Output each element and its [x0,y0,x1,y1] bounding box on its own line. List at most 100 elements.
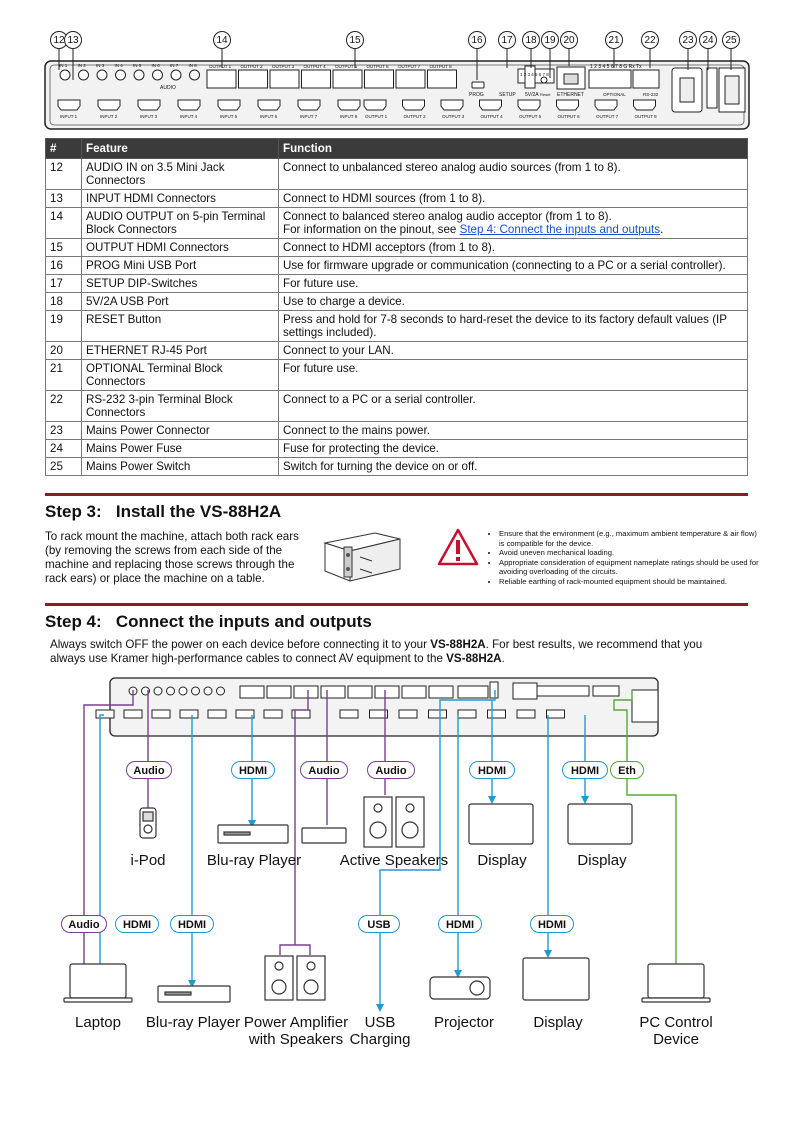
row-number: 19 [45,310,82,342]
row-feature: Mains Power Connector [81,421,279,440]
step3-rule [45,493,748,496]
step4-rule [45,603,748,606]
table-header-function: Function [278,138,748,159]
step4-intro: Always switch OFF the power on each devi… [50,638,740,666]
table-header-num: # [45,138,82,159]
device-label-top: i-Pod [130,852,166,869]
row-function: Connect to the mains power. [278,421,748,440]
function-text: Fuse for protecting the device. [283,442,439,455]
function-text: Connect to the mains power. [283,424,430,437]
row-feature: ETHERNET RJ-45 Port [81,341,279,360]
connection-diagram [63,677,711,1012]
device-label-bottom: USB Charging [349,1014,411,1048]
function-text-end: . [660,223,664,236]
step4-link[interactable]: Step 4: Connect the inputs and outputs [459,223,661,236]
function-text: For future use. [283,277,359,290]
row-number: 16 [45,256,82,275]
row-number: 25 [45,457,82,476]
callout-19: 19 [541,31,559,49]
function-text: Connect to a PC or a serial controller. [283,393,476,406]
row-function: Connect to HDMI sources (from 1 to 8). [278,189,748,208]
function-text: Use to charge a device. [283,295,405,308]
callout-15: 15 [346,31,364,49]
function-text: Use for firmware upgrade or communicatio… [283,259,726,272]
row-feature: AUDIO OUTPUT on 5-pin Terminal Block Con… [81,207,279,239]
row-function: Press and hold for 7-8 seconds to hard-r… [278,310,748,342]
usb-cable-label: USB [358,915,400,933]
audio-cable-label: Audio [126,761,172,779]
row-feature: OUTPUT HDMI Connectors [81,238,279,257]
row-function: Connect to your LAN. [278,341,748,360]
function-text: For future use. [283,362,359,375]
row-function: Connect to balanced stereo analog audio … [278,207,748,239]
row-function: Fuse for protecting the device. [278,439,748,458]
row-function: For future use. [278,359,748,391]
device-label-bottom: Display [533,1014,583,1031]
table-header-feature: Feature [81,138,279,159]
function-text: Connect to unbalanced stereo analog audi… [283,161,621,174]
row-feature: RS-232 3-pin Terminal Block Connectors [81,390,279,422]
function-text: Connect to HDMI acceptors (from 1 to 8). [283,241,495,254]
step3-title: Step 3: Install the VS-88H2A [45,502,282,521]
audio-cable-label: Audio [300,761,348,779]
row-function: Connect to unbalanced stereo analog audi… [278,158,748,190]
row-number: 18 [45,292,82,311]
warning-item: Ensure that the environment (e.g., maxim… [499,529,761,548]
step3-text: To rack mount the machine, attach both r… [45,530,299,585]
row-function: Use to charge a device. [278,292,748,311]
step4-title: Step 4: Connect the inputs and outputs [45,612,372,631]
intro-product-2: VS-88H2A [446,652,502,665]
hdmi-cable-label: HDMI [115,915,159,933]
row-function: Connect to a PC or a serial controller. [278,390,748,422]
function-text-2: For information on the pinout, see [283,223,460,236]
row-feature: SETUP DIP-Switches [81,274,279,293]
row-feature: Mains Power Fuse [81,439,279,458]
row-feature: RESET Button [81,310,279,342]
row-feature: Mains Power Switch [81,457,279,476]
row-number: 21 [45,359,82,391]
row-function: Switch for turning the device on or off. [278,457,748,476]
device-label-top: Display [577,852,627,869]
hdmi-cable-label: HDMI [562,761,608,779]
row-number: 22 [45,390,82,422]
intro-product-1: VS-88H2A [430,638,486,651]
intro-part-a: Always switch OFF the power on each devi… [50,638,431,651]
callout-22: 22 [641,31,659,49]
row-number: 17 [45,274,82,293]
row-feature: 5V/2A USB Port [81,292,279,311]
hdmi-cable-label: HDMI [231,761,275,779]
function-text: Connect to HDMI sources (from 1 to 8). [283,192,486,205]
device-label-top: Blu-ray Player [206,852,302,869]
intro-part-c: . [501,652,505,665]
audio-cable-label: Audio [61,915,107,933]
row-feature: PROG Mini USB Port [81,256,279,275]
row-number: 13 [45,189,82,208]
row-feature: INPUT HDMI Connectors [81,189,279,208]
device-label-bottom: Laptop [75,1014,121,1031]
row-number: 23 [45,421,82,440]
device-label-bottom: Power Amplifier with Speakers [243,1014,349,1048]
callout-18: 18 [522,31,540,49]
callout-leaders [58,49,732,80]
function-text: Press and hold for 7-8 seconds to hard-r… [283,313,727,339]
row-number: 14 [45,207,82,239]
callout-24: 24 [699,31,717,49]
row-function: Connect to HDMI acceptors (from 1 to 8). [278,238,748,257]
hdmi-cable-label: HDMI [438,915,482,933]
function-text: Connect to balanced stereo analog audio … [283,210,612,223]
callout-13: 13 [64,31,82,49]
function-text: Switch for turning the device on or off. [283,460,478,473]
row-number: 15 [45,238,82,257]
warning-icon [437,528,479,566]
device-label-bottom: Projector [433,1014,495,1031]
warning-item: Reliable earthing of rack-mounted equipm… [499,577,761,587]
rear-panel-drawing [44,60,750,130]
